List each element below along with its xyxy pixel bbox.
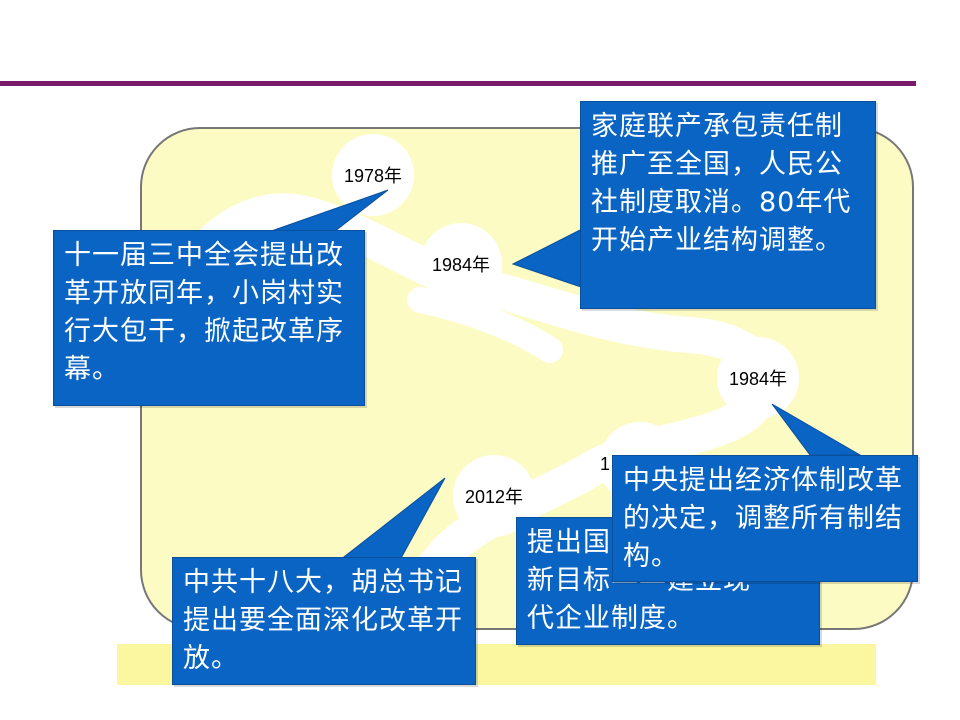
timeline-road-branch — [407, 287, 563, 363]
event-callout-1984b: 中央提出经济体制改革的决定，调整所有制结构。 — [612, 455, 918, 582]
callout-pointer-1984b — [771, 403, 862, 456]
event-callout-2012: 中共十八大，胡总书记提出要全面深化改革开放。 — [172, 557, 476, 685]
year-circle-2012 — [453, 455, 535, 537]
year-circle-1984b — [717, 337, 799, 419]
event-callout-1978: 十一届三中全会提出改革开放同年，小岗村实行大包干，掀起改革序幕。 — [53, 230, 365, 406]
year-label-2012: 2012年 — [465, 487, 523, 507]
year-circle-1984a — [420, 223, 502, 305]
title-divider — [0, 81, 916, 86]
year-label-1984b: 1984年 — [729, 369, 787, 389]
event-callout-1984a: 家庭联产承包责任制推广至全国，人民公社制度取消。80年代开始产业结构调整。 — [580, 101, 876, 309]
year-label-1984a: 1984年 — [432, 255, 490, 275]
year-circle-1978 — [332, 134, 414, 216]
year-label-1978: 1978年 — [344, 166, 402, 186]
year-label-partial: 1 — [600, 454, 610, 474]
